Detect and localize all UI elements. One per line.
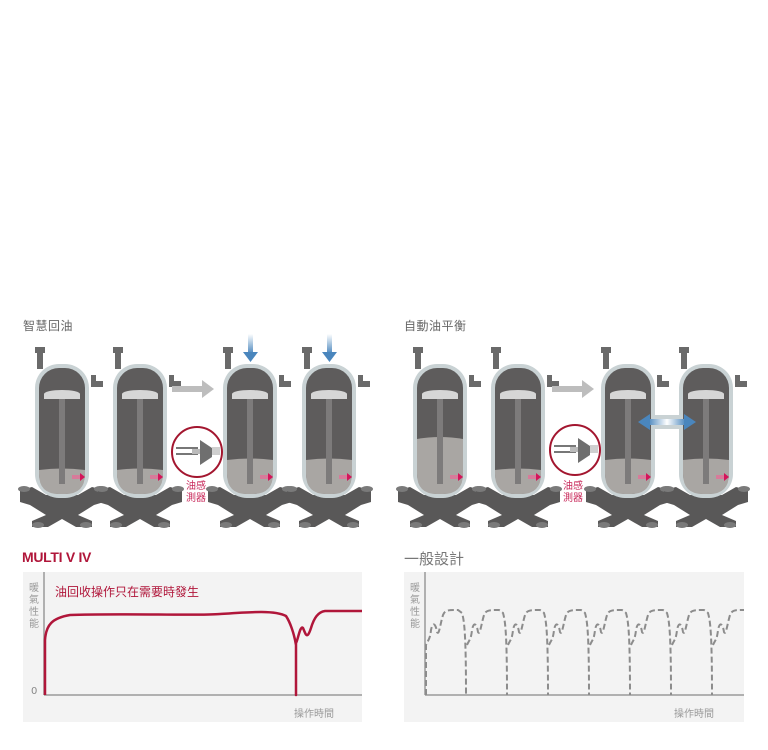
compressor-1-low-oil: [18, 347, 106, 528]
oil-sensor-label-line2: 測器: [186, 493, 206, 504]
compressor-8-balanced: [662, 347, 750, 528]
oil-inflow-arrow-icon: [322, 334, 337, 362]
compressor-5-high-oil: [396, 347, 484, 528]
oil-sensor-icon: [171, 426, 223, 478]
multi-v-iv-chart: [23, 572, 362, 722]
x-axis-label: 操作時間: [674, 709, 714, 720]
compressor-6-low-oil: [474, 347, 562, 528]
smart-oil-return-title: 智慧回油: [23, 319, 74, 333]
general-design-chart-title: 一般設計: [404, 550, 465, 568]
compressor-diagram: [18, 334, 750, 528]
general-design-chart: [404, 572, 744, 722]
y-axis-zero-tick: 0: [31, 686, 38, 697]
process-arrow-icon: [552, 380, 594, 398]
compressor-4-oil-returned: [285, 347, 373, 528]
oil-sensor-label: 油感 測器: [563, 481, 583, 505]
oil-balance-double-arrow-icon: [638, 414, 696, 430]
oil-sensor-label-line1: 油感: [563, 481, 583, 492]
compressor-3-oil-returned: [206, 347, 294, 528]
chart-annotation: 油回收操作只在需要時發生: [55, 585, 200, 599]
compressor-2-low-oil: [96, 347, 184, 528]
auto-oil-balance-title: 自動油平衡: [404, 319, 467, 333]
oil-sensor-label: 油感 測器: [186, 481, 206, 505]
oil-sensor-label-line2: 測器: [563, 493, 583, 504]
y-axis-label: 暖氣性能: [410, 583, 420, 630]
compressor-7-balanced: [584, 347, 672, 528]
process-arrow-icon: [172, 380, 214, 398]
y-axis-label: 暖氣性能: [29, 583, 39, 630]
oil-inflow-arrow-icon: [243, 334, 258, 362]
multi-v-iv-chart-title: MULTI V IV: [22, 549, 92, 565]
oil-sensor-label-line1: 油感: [186, 481, 206, 492]
oil-sensor-icon: [549, 424, 601, 476]
x-axis-label: 操作時間: [294, 709, 334, 720]
